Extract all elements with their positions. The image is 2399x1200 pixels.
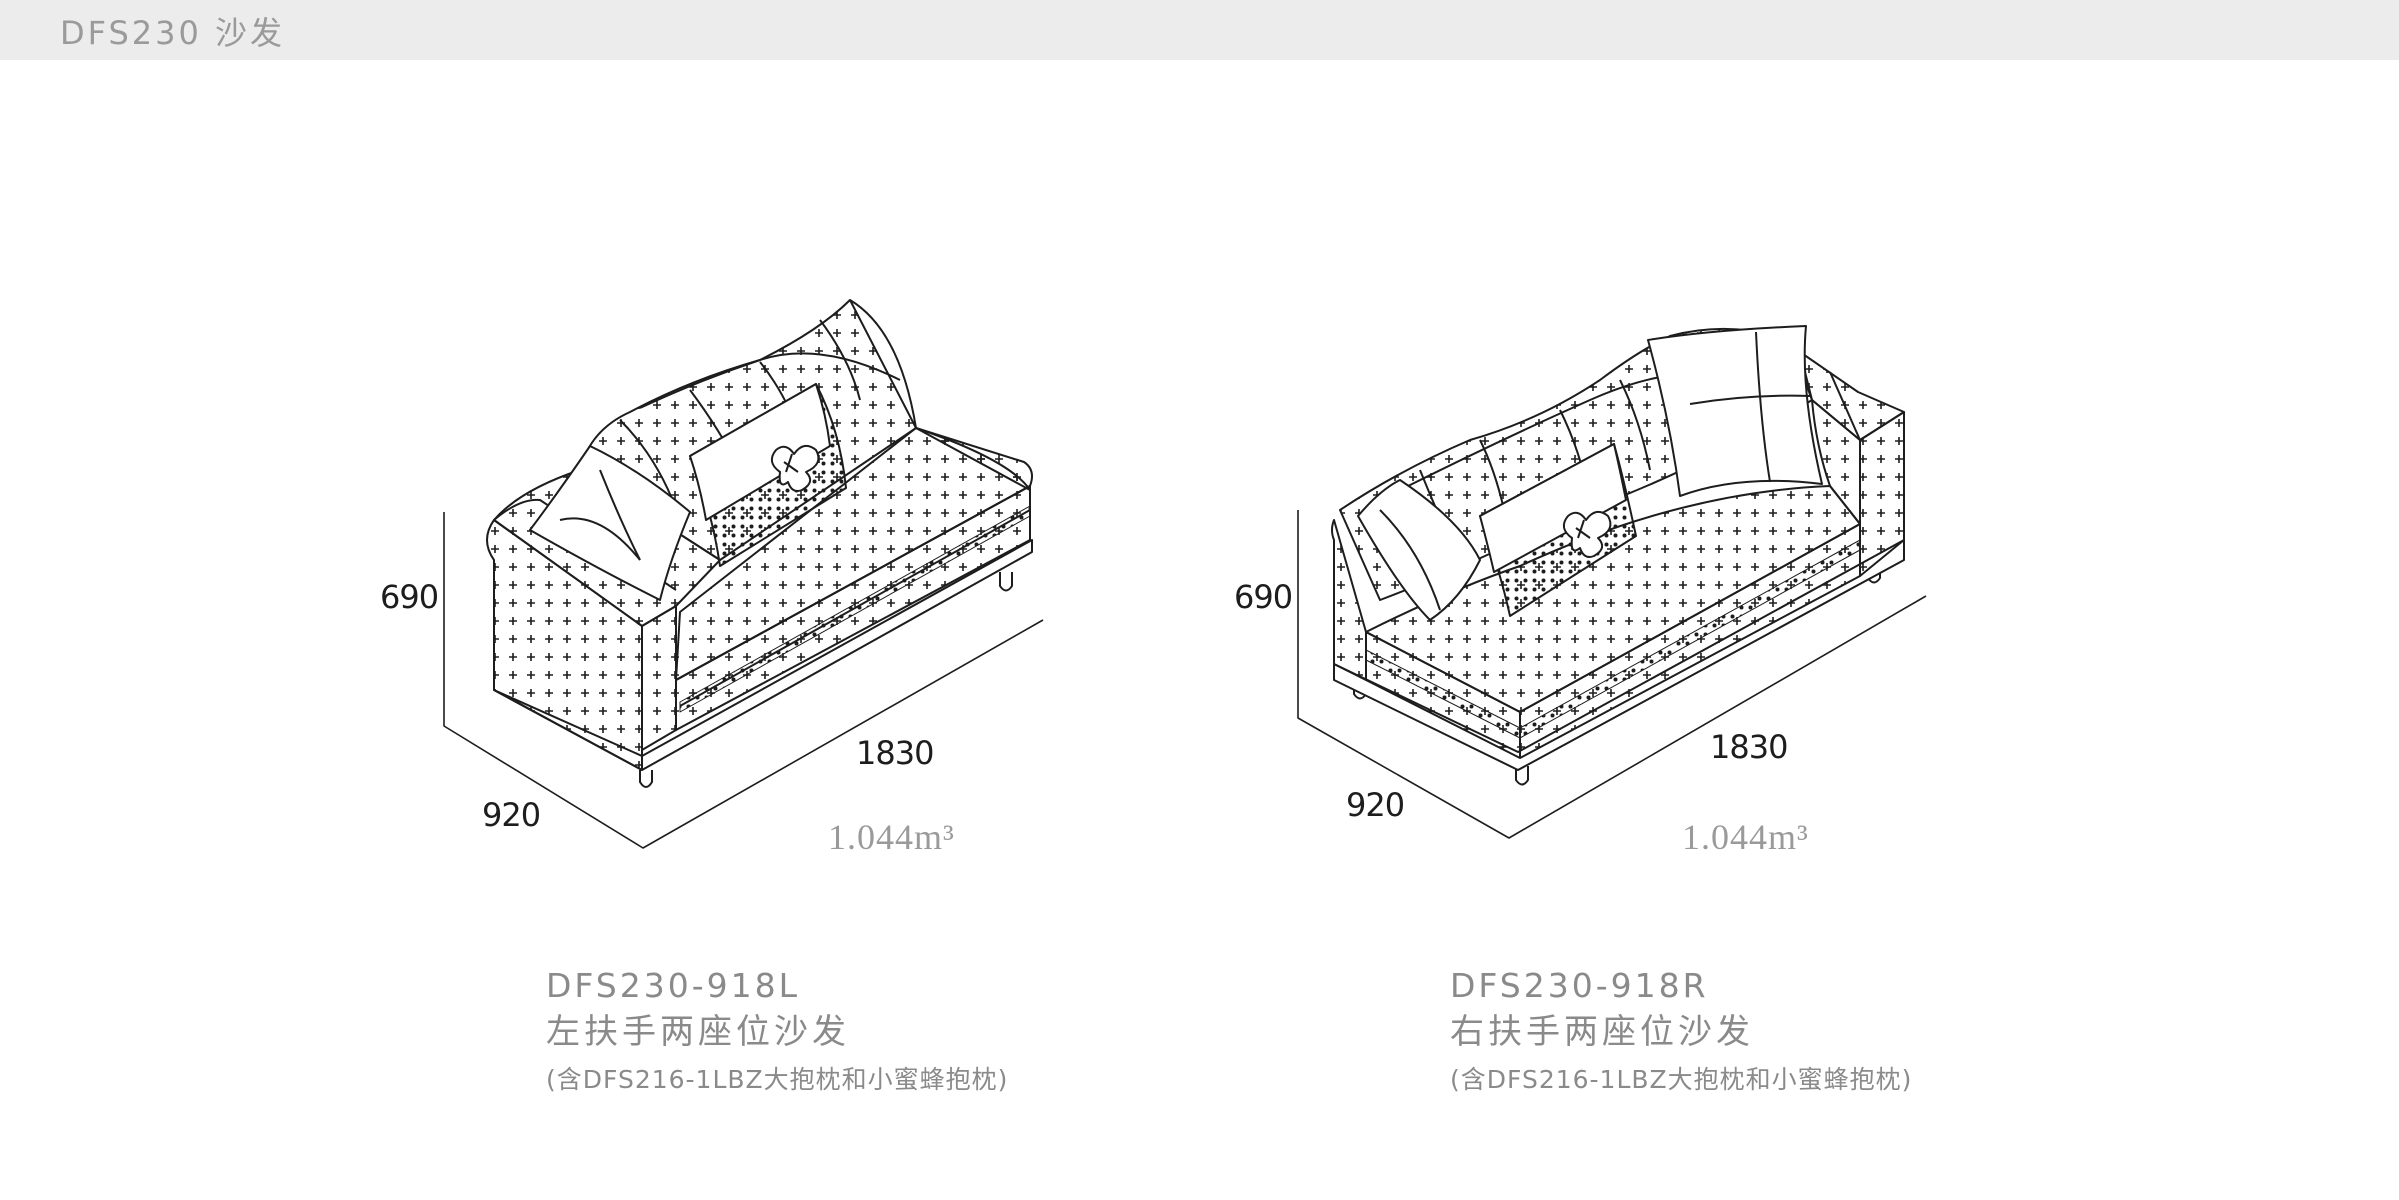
product-name: 右扶手两座位沙发: [1450, 1012, 1754, 1052]
dim-depth-right: 920: [1346, 786, 1405, 824]
dim-lines-left: [443, 512, 1044, 849]
product-code: DFS230-918R: [1450, 966, 1709, 1005]
dim-height-right: 690: [1234, 578, 1293, 616]
product-caption-left: DFS230-918L 左扶手两座位沙发 (含DFS216-1LBZ大抱枕和小蜜…: [546, 964, 1008, 1104]
product-note: (含DFS216-1LBZ大抱枕和小蜜蜂抱枕): [546, 1065, 1009, 1094]
sofa-right-drawing: [1297, 325, 1927, 839]
dim-depth-left: 920: [482, 796, 541, 834]
dim-height-left: 690: [380, 578, 439, 616]
dim-width-right: 1830: [1710, 728, 1788, 766]
dim-width-left: 1830: [856, 734, 934, 772]
product-name: 左扶手两座位沙发: [546, 1012, 850, 1052]
product-code: DFS230-918L: [546, 966, 801, 1005]
dim-lines-right: [1297, 510, 1927, 839]
product-caption-right: DFS230-918R 右扶手两座位沙发 (含DFS216-1LBZ大抱枕和小蜜…: [1450, 964, 1912, 1104]
volume-left: 1.044m³: [828, 817, 955, 857]
product-note: (含DFS216-1LBZ大抱枕和小蜜蜂抱枕): [1450, 1065, 1913, 1094]
header-bar: DFS230 沙发: [0, 0, 2399, 60]
page-title: DFS230 沙发: [60, 14, 286, 52]
volume-right: 1.044m³: [1682, 817, 1809, 857]
sofa-left-drawing: [443, 299, 1044, 849]
